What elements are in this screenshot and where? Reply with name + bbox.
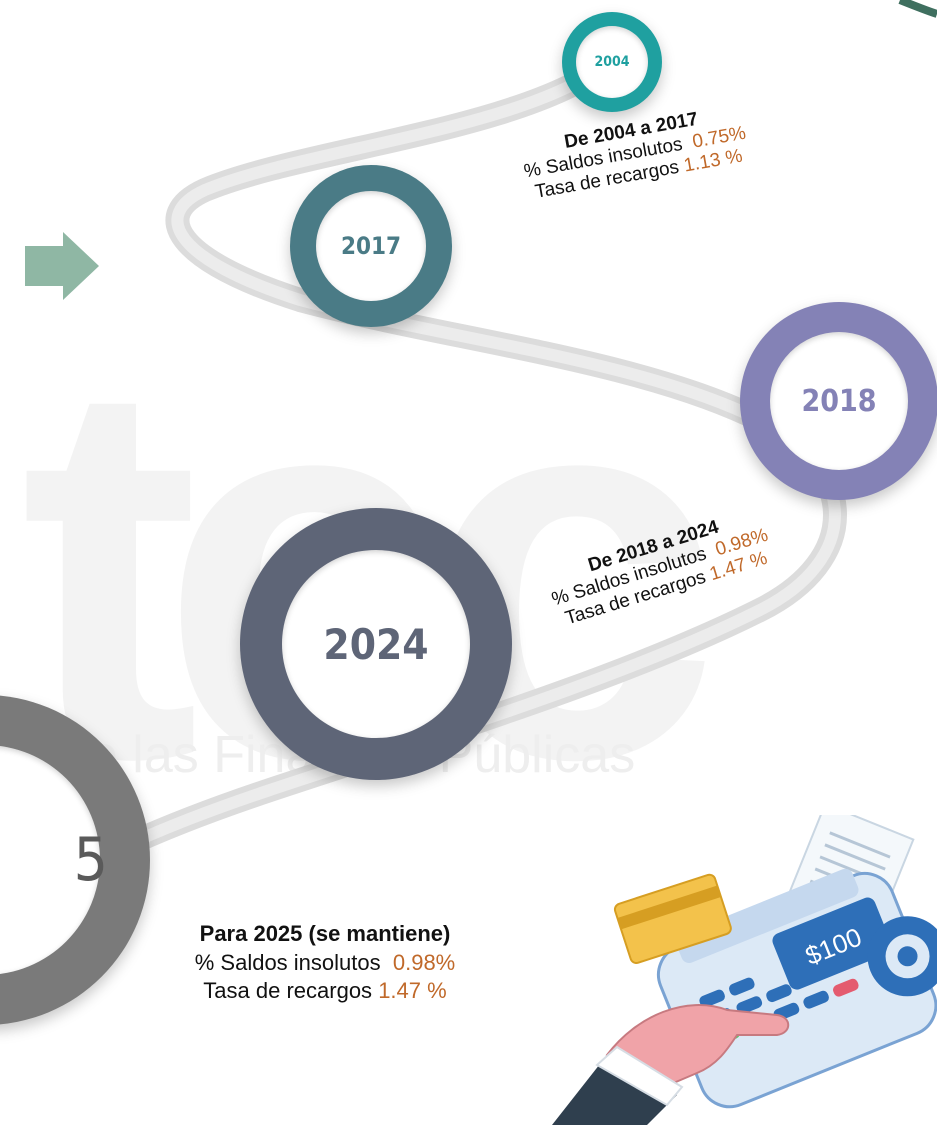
milestone-year: 5 bbox=[73, 825, 108, 895]
insolutos-label: % Saldos insolutos bbox=[194, 949, 381, 975]
milestone-2004: 2004 bbox=[562, 12, 662, 112]
arrow-right-icon bbox=[25, 232, 99, 300]
milestone-2018: 2018 bbox=[740, 302, 937, 500]
recargos-label: Tasa de recargos bbox=[203, 978, 373, 1004]
milestone-year: 2017 bbox=[340, 232, 402, 260]
period-2025-note: Para 2025 (se mantiene) % Saldos insolut… bbox=[160, 920, 490, 1006]
payment-terminal-illustration: $100 bbox=[552, 815, 937, 1125]
milestone-2024: 2024 bbox=[240, 508, 512, 780]
milestone-year: 2004 bbox=[594, 54, 630, 70]
milestone-year: 2024 bbox=[323, 619, 429, 669]
milestone-year: 2018 bbox=[801, 383, 877, 419]
insolutos-value: 0.98% bbox=[392, 949, 456, 975]
recargos-value: 1.47 % bbox=[378, 978, 447, 1004]
milestone-2017: 2017 bbox=[290, 165, 452, 327]
period-heading: Para 2025 (se mantiene) bbox=[199, 921, 451, 946]
